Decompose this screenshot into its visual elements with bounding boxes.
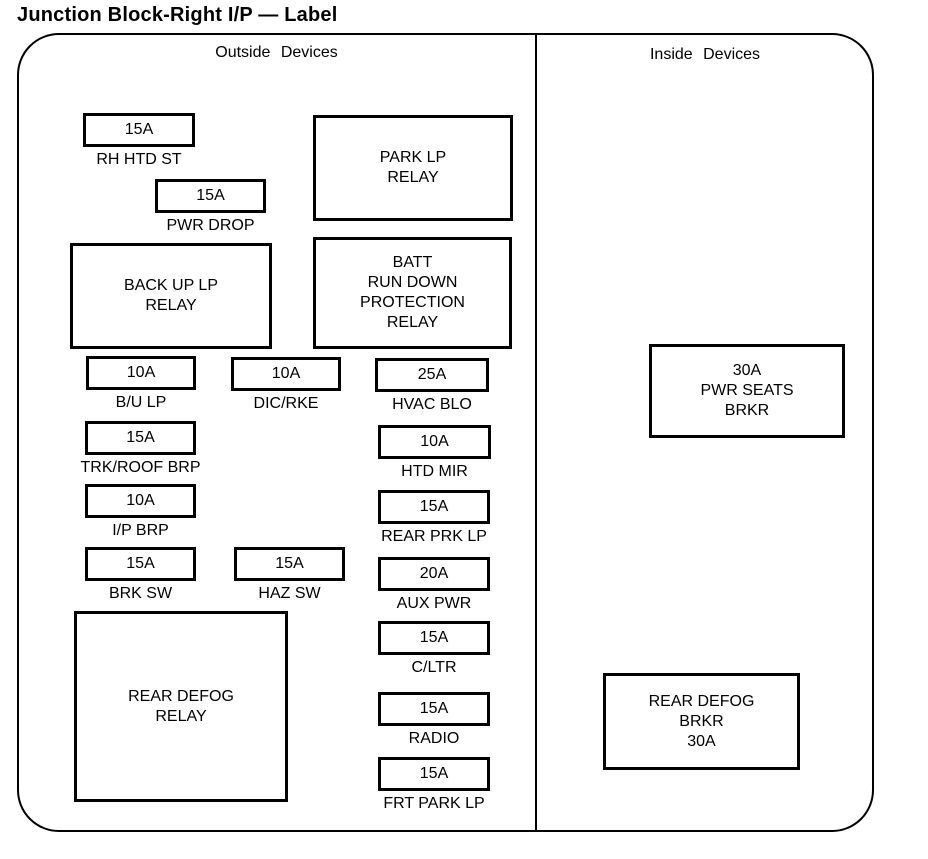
fuse-amp-box: 15A xyxy=(85,421,196,455)
fuse-label: PWR DROP xyxy=(166,217,255,234)
fuse-rh-htd-st: 15A RH HTD ST xyxy=(83,113,195,169)
page-title: Junction Block-Right I/P — Label xyxy=(17,4,338,26)
fuse-amp-box: 10A xyxy=(86,356,196,390)
fuse-rear-prk-lp: 15A REAR PRK LP xyxy=(378,490,490,546)
fuse-frt-park-lp: 15A FRT PARK LP xyxy=(378,757,490,813)
section-divider xyxy=(535,33,537,832)
fuse-amp-box: 10A xyxy=(231,357,341,391)
fuse-trk-roof-brp: 15A TRK/ROOF BRP xyxy=(81,421,201,477)
fuse-label: BRK SW xyxy=(108,585,173,602)
fuse-dic-rke: 10A DIC/RKE xyxy=(231,357,341,413)
fuse-label: FRT PARK LP xyxy=(383,795,485,812)
relay-rear-defog: REAR DEFOG RELAY xyxy=(74,611,288,802)
fuse-cltr: 15A C/LTR xyxy=(378,621,490,677)
inside-devices-header: Inside Devices xyxy=(649,46,761,63)
fuse-ip-brp: 10A I/P BRP xyxy=(85,484,196,540)
fuse-amp-box: 15A xyxy=(85,547,196,581)
fuse-amp-box: 15A xyxy=(378,757,490,791)
fuse-amp-box: 15A xyxy=(155,179,266,213)
fuse-radio: 15A RADIO xyxy=(378,692,490,748)
breaker-pwr-seats: 30A PWR SEATS BRKR xyxy=(649,344,845,438)
fuse-label: TRK/ROOF BRP xyxy=(80,459,201,476)
fuse-amp-box: 25A xyxy=(375,358,489,392)
fuse-hvac-blo: 25A HVAC BLO xyxy=(375,358,489,414)
fuse-amp-box: 15A xyxy=(378,490,490,524)
fuse-label: DIC/RKE xyxy=(253,395,319,412)
fuse-haz-sw: 15A HAZ SW xyxy=(234,547,345,603)
fuse-brk-sw: 15A BRK SW xyxy=(85,547,196,603)
fuse-label: AUX PWR xyxy=(396,595,472,612)
relay-back-up-lp: BACK UP LP RELAY xyxy=(70,243,272,349)
fuse-pwr-drop: 15A PWR DROP xyxy=(155,179,266,235)
fuse-amp-box: 10A xyxy=(85,484,196,518)
fuse-label: RH HTD ST xyxy=(96,151,182,168)
relay-park-lp: PARK LP RELAY xyxy=(313,115,513,221)
fuse-label: B/U LP xyxy=(115,394,167,411)
fuse-label: HVAC BLO xyxy=(392,396,472,413)
fuse-label: RADIO xyxy=(408,730,460,747)
fuse-label: REAR PRK LP xyxy=(381,528,487,545)
breaker-rear-defog: REAR DEFOG BRKR 30A xyxy=(603,673,800,770)
relay-batt-run-down-protection: BATT RUN DOWN PROTECTION RELAY xyxy=(313,237,512,349)
fuse-amp-box: 10A xyxy=(378,425,491,459)
fuse-amp-box: 15A xyxy=(378,621,490,655)
fuse-label: I/P BRP xyxy=(112,522,169,539)
fuse-bu-lp: 10A B/U LP xyxy=(86,356,196,412)
fuse-amp-box: 15A xyxy=(234,547,345,581)
fuse-label: HTD MIR xyxy=(401,463,468,480)
fuse-label: HAZ SW xyxy=(258,585,321,602)
fuse-amp-box: 15A xyxy=(83,113,195,147)
fuse-amp-box: 15A xyxy=(378,692,490,726)
fuse-htd-mir: 10A HTD MIR xyxy=(378,425,491,481)
outside-devices-header: Outside Devices xyxy=(215,44,338,61)
fuse-amp-box: 20A xyxy=(378,557,490,591)
fuse-aux-pwr: 20A AUX PWR xyxy=(378,557,490,613)
fuse-label: C/LTR xyxy=(411,659,457,676)
